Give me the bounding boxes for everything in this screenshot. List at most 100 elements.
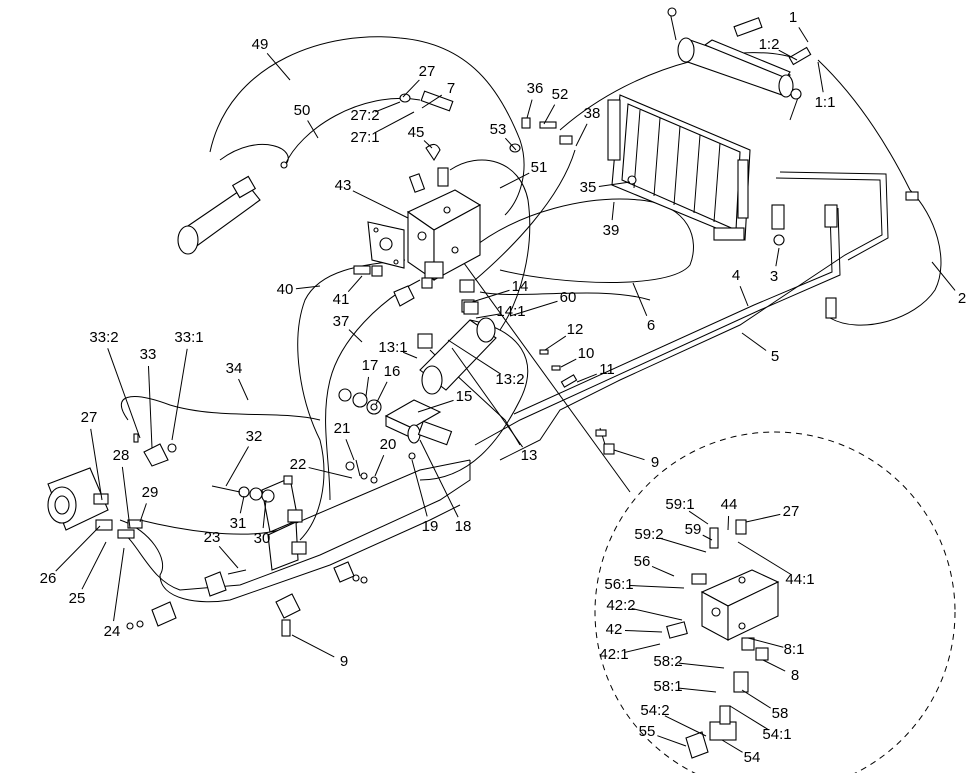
callout-label-c21: 21 — [334, 420, 351, 437]
hose-49 — [209, 36, 525, 216]
callout-label-c14: 14 — [512, 278, 529, 295]
callout-label-c45: 45 — [408, 124, 425, 141]
callout-label-c11: 11 — [599, 361, 615, 378]
callout-leader-c29 — [139, 503, 147, 523]
callout-leader-c22 — [308, 467, 353, 479]
callout-leader-c56 — [651, 565, 675, 577]
callout-label-c1-1: 1:1 — [815, 94, 836, 111]
callout-label-c27-2: 27:2 — [350, 107, 379, 124]
callout-label-c13-1: 13:1 — [378, 339, 407, 356]
callout-leader-c12 — [544, 335, 567, 351]
hose-38 — [474, 149, 576, 281]
callout-label-c58-2: 58:2 — [653, 653, 682, 670]
callout-label-c2: 2 — [958, 290, 966, 307]
callout-label-c41: 41 — [333, 291, 350, 308]
elbow-pipe-13 — [417, 301, 497, 395]
callout-leader-c8-1 — [747, 637, 784, 648]
callout-leader-c7 — [421, 94, 443, 109]
fittings-cluster — [353, 90, 637, 313]
callout-label-c60: 60 — [560, 289, 577, 306]
callout-label-c3: 3 — [770, 268, 778, 285]
oil-cooler — [607, 94, 751, 241]
callout-leader-c24 — [113, 547, 125, 622]
callout-leader-c9a — [613, 449, 645, 461]
tube-5b — [779, 171, 889, 261]
callout-label-c42-2: 42:2 — [606, 597, 635, 614]
callout-leader-c14 — [471, 289, 510, 303]
hose-2 — [817, 59, 942, 326]
callout-leader-c33 — [147, 365, 153, 449]
callout-leaders — [55, 27, 956, 753]
callout-leader-c8 — [762, 659, 786, 672]
callout-leader-c31 — [239, 495, 245, 514]
lift-cylinder — [177, 161, 288, 255]
callout-leader-c1-1 — [817, 61, 824, 93]
callout-label-c54: 54 — [744, 749, 761, 766]
callout-leader-c55 — [657, 735, 687, 747]
callout-leader-c23 — [218, 545, 239, 569]
callout-leader-c26 — [55, 525, 101, 572]
callout-label-c7: 7 — [447, 80, 455, 97]
tube-bottom-2 — [119, 460, 471, 591]
callout-label-c13-2: 13:2 — [495, 371, 524, 388]
callout-leader-c20 — [374, 454, 385, 477]
callout-label-c10: 10 — [578, 345, 595, 362]
hose-50 — [219, 98, 421, 166]
callout-label-c53: 53 — [490, 121, 507, 138]
detail-pointer-line — [439, 229, 631, 493]
callout-leader-c51 — [499, 172, 530, 189]
callout-label-c5: 5 — [771, 348, 779, 365]
callout-label-c18: 18 — [455, 518, 472, 535]
callout-leader-c60 — [509, 300, 558, 317]
hose-34 — [121, 396, 321, 421]
callout-label-c12: 12 — [567, 321, 584, 338]
callout-leader-c10 — [560, 358, 577, 368]
callout-leader-c42-2 — [631, 607, 683, 621]
callout-label-c54-1: 54:1 — [762, 726, 791, 743]
callout-label-c43: 43 — [335, 177, 352, 194]
callout-label-c33: 33 — [140, 346, 157, 363]
bolt-10-11-12 — [539, 349, 615, 455]
callout-label-c44-1: 44:1 — [785, 571, 814, 588]
washers-3-17-16 — [338, 388, 382, 415]
callout-leader-c45 — [423, 140, 433, 149]
callout-leader-c54-1 — [729, 705, 768, 730]
callout-leader-c11 — [576, 373, 597, 383]
callout-leader-c19 — [411, 459, 428, 517]
callout-leader-c42 — [624, 629, 663, 633]
callout-label-c19: 19 — [422, 518, 439, 535]
callout-label-c29: 29 — [142, 484, 159, 501]
callout-label-c56-1: 56:1 — [604, 576, 633, 593]
callout-label-c58: 58 — [772, 705, 789, 722]
callout-label-c42-1: 42:1 — [599, 646, 628, 663]
callout-leader-c16 — [375, 381, 388, 405]
callout-label-c39: 39 — [603, 222, 620, 239]
callout-leader-c50 — [307, 120, 319, 139]
callout-label-c55: 55 — [639, 723, 656, 740]
valve-block-main — [406, 189, 482, 282]
callout-label-c27-1: 27:1 — [350, 129, 379, 146]
components — [47, 7, 919, 637]
hose-40 — [297, 259, 406, 541]
callout-label-c42: 42 — [606, 621, 623, 638]
callout-label-c35: 35 — [580, 179, 597, 196]
callout-leader-c6 — [632, 282, 648, 317]
hose-37 — [325, 279, 421, 501]
callout-label-c27a: 27 — [81, 409, 98, 426]
callout-label-c22: 22 — [290, 456, 307, 473]
brackets-mid-left — [126, 459, 378, 637]
callout-label-c27c: 27 — [783, 503, 800, 520]
callout-leader-c32 — [225, 446, 249, 487]
callout-leader-c53 — [504, 137, 517, 151]
tube-5 — [499, 177, 883, 461]
callout-leader-c35 — [598, 181, 631, 187]
callout-leader-c59 — [702, 534, 713, 541]
callout-leader-c30 — [262, 499, 267, 529]
hose-lines — [119, 36, 942, 603]
tube-4b — [513, 211, 833, 415]
callout-leader-c58-1 — [678, 687, 717, 693]
callout-leader-c54-2 — [664, 715, 707, 737]
callout-label-c25: 25 — [69, 590, 86, 607]
callout-leader-c44-1 — [737, 541, 791, 575]
callout-leader-c52 — [543, 104, 556, 125]
